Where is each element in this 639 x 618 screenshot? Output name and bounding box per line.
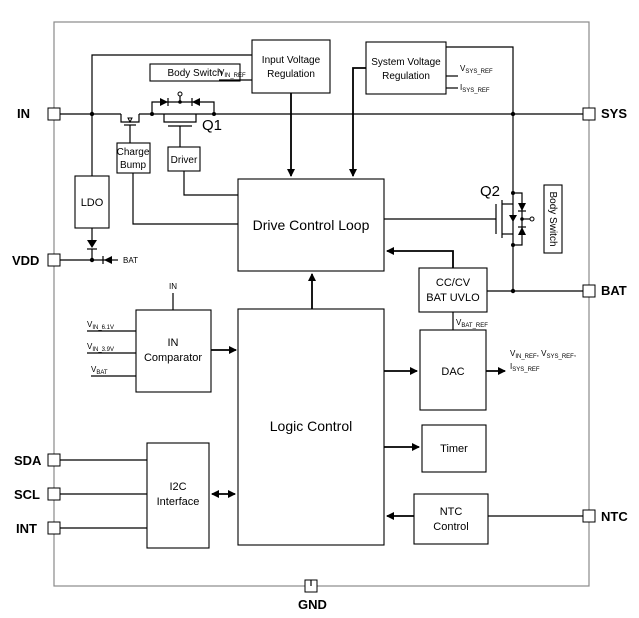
pin-int[interactable] xyxy=(47,521,61,535)
q1-label: Q1 xyxy=(202,117,222,134)
driver-to-dcl xyxy=(183,171,238,196)
pin-scl[interactable] xyxy=(47,487,61,501)
pin-int-label: INT xyxy=(16,521,37,536)
vin-3-9v-label: VIN_3.9V xyxy=(87,342,114,353)
chip-boundary xyxy=(53,21,590,587)
pin-sda[interactable] xyxy=(47,453,61,467)
driver-label: Driver xyxy=(171,155,198,166)
dac-block xyxy=(419,329,487,411)
body-switch-top-diodes xyxy=(150,91,216,116)
logic-control-block xyxy=(237,308,385,546)
dac-out-label-2: ISYS_REF xyxy=(510,362,540,373)
ldo-diode xyxy=(87,240,97,248)
pin-vdd-label: VDD xyxy=(12,253,39,268)
body-switch-top-label: Body Switch xyxy=(167,68,222,79)
ntc-label-2: Control xyxy=(433,521,468,533)
q2-transistor: Q2 xyxy=(480,114,517,289)
ivr-label-1: Input Voltage xyxy=(262,55,321,66)
vdd-bat-label: BAT xyxy=(123,256,138,265)
pin-sys[interactable] xyxy=(582,107,596,121)
charge-bump-block xyxy=(116,142,151,174)
comparator-in-label: IN xyxy=(169,282,177,291)
system-voltage-regulation-block xyxy=(365,41,447,95)
vbat-label: VBAT xyxy=(91,365,108,376)
ivr-label-2: Regulation xyxy=(267,69,315,80)
logic-control-label: Logic Control xyxy=(270,418,353,434)
cc-cv-bat-uvlo-block xyxy=(418,267,488,313)
pin-gnd-label: GND xyxy=(298,597,327,612)
pin-in-label: IN xyxy=(17,106,30,121)
timer-block xyxy=(421,424,487,473)
pin-sda-label: SDA xyxy=(14,453,42,468)
ntc-label-1: NTC xyxy=(440,506,463,518)
charge-bump-label-1: Charge xyxy=(117,147,150,158)
pin-ntc-label: NTC xyxy=(601,509,628,524)
body-switch-right-label: Body Switch xyxy=(547,191,558,246)
body-switch-right-box xyxy=(543,184,563,254)
in-to-ivr-wire xyxy=(91,54,252,114)
i2c-label-1: I2C xyxy=(169,481,186,493)
q2-label: Q2 xyxy=(480,183,500,200)
charge-bump-to-dcl xyxy=(132,173,238,225)
bat-diode xyxy=(104,256,112,264)
in-comparator-block xyxy=(135,309,212,393)
dac-out-label-1: VIN_REF, VSYS_REF, xyxy=(510,349,576,360)
pin-ntc[interactable] xyxy=(582,509,596,523)
vsys-ref-label: VSYS_REF xyxy=(460,64,493,75)
i2c-interface-block xyxy=(146,442,210,549)
in-comparator-label-1: IN xyxy=(168,337,179,349)
svr-to-dcl-arrow xyxy=(349,67,366,177)
vin-ref-label: VIN_REF xyxy=(219,68,246,79)
pin-scl-label: SCL xyxy=(14,487,40,502)
ntc-control-block xyxy=(413,493,489,545)
ldo-label: LDO xyxy=(81,197,104,209)
cccv-to-dcl-arrow xyxy=(386,247,454,268)
pin-bat-label: BAT xyxy=(601,283,627,298)
cc-cv-label-2: BAT UVLO xyxy=(426,292,480,304)
in-comparator-label-2: Comparator xyxy=(144,352,202,364)
svr-label-2: Regulation xyxy=(382,71,430,82)
timer-label: Timer xyxy=(440,443,468,455)
i2c-label-2: Interface xyxy=(157,496,200,508)
driver-block xyxy=(167,146,201,172)
pin-in[interactable] xyxy=(47,107,61,121)
input-voltage-regulation-block xyxy=(251,39,331,94)
vbat-ref-label: VBAT_REF xyxy=(456,318,488,329)
svr-label-1: System Voltage xyxy=(371,57,441,68)
drive-control-loop-label: Drive Control Loop xyxy=(253,217,370,233)
charge-bump-label-2: Bump xyxy=(120,160,147,171)
pin-sys-label: SYS xyxy=(601,106,627,121)
vin-6-1v-label: VIN_6.1V xyxy=(87,320,114,331)
pin-bat[interactable] xyxy=(582,284,596,298)
isys-ref-label: ISYS_REF xyxy=(460,83,490,94)
pin-vdd[interactable] xyxy=(47,253,61,267)
body-switch-top-box xyxy=(149,63,241,82)
dac-label: DAC xyxy=(441,366,464,378)
sys-to-svr-wire xyxy=(446,46,514,114)
q1-transistor: Q1 xyxy=(120,114,222,148)
body-switch-right-diodes xyxy=(513,192,535,246)
ldo-block xyxy=(74,175,110,229)
drive-control-loop-block xyxy=(237,178,385,272)
cc-cv-label-1: CC/CV xyxy=(436,277,471,289)
